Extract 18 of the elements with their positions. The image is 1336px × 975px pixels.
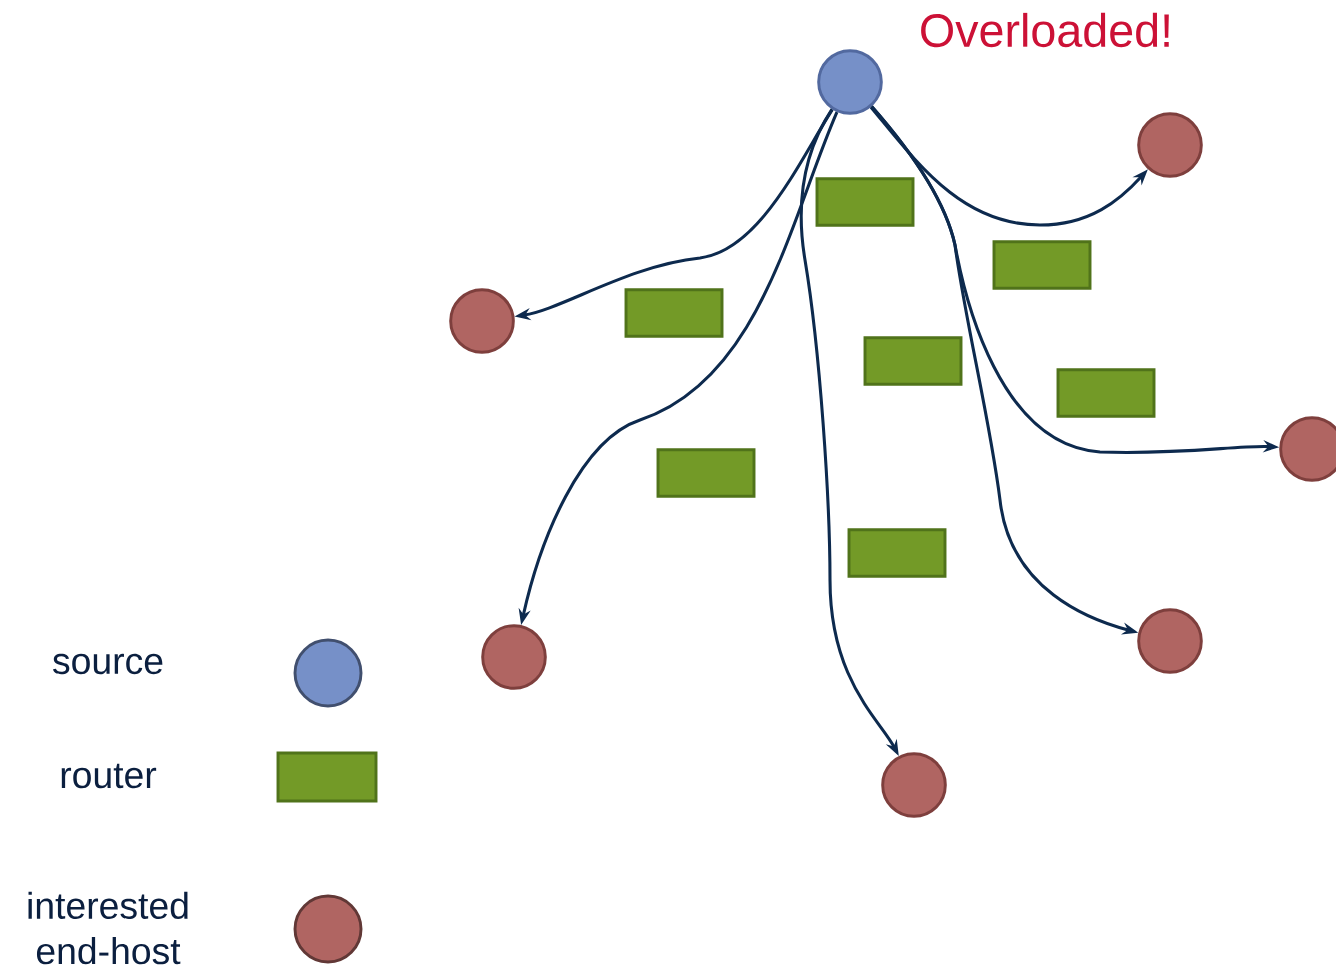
warning-text: Overloaded! <box>921 12 1169 48</box>
router-box <box>624 288 724 338</box>
router-box <box>815 177 915 227</box>
router-box <box>1056 368 1156 418</box>
endpoint-circle <box>449 288 515 354</box>
endpoint-circle <box>881 752 947 818</box>
endpoint-circle <box>1137 112 1203 178</box>
router-box <box>863 336 963 386</box>
legend-label: router <box>61 763 157 789</box>
router-box <box>656 448 756 498</box>
source-circle <box>817 49 883 115</box>
endpoint-circle <box>1279 416 1336 482</box>
legend-label: interested end-host <box>28 891 188 965</box>
legend-label: source <box>53 653 163 675</box>
endpoint-circle <box>481 624 547 690</box>
endpoint-circle <box>1137 608 1203 674</box>
router-box <box>992 240 1092 290</box>
router-box <box>847 528 947 578</box>
